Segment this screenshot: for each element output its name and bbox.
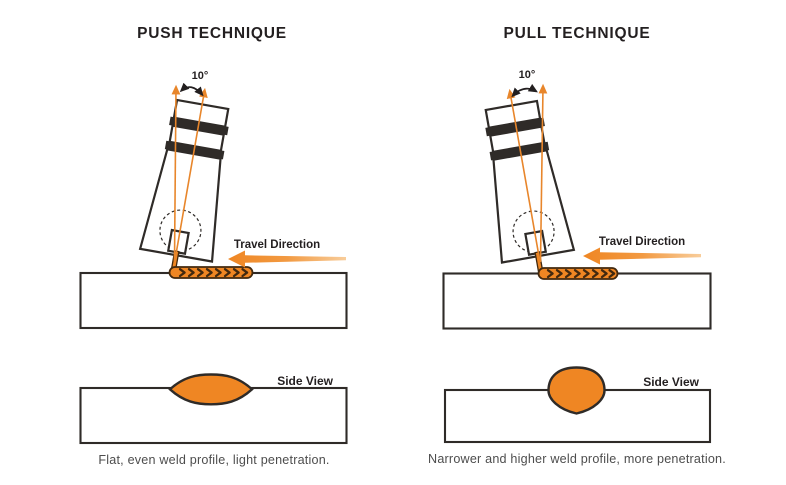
workpiece-plate xyxy=(79,271,348,330)
torch-axis-line xyxy=(174,87,208,262)
weld-bead-ripples xyxy=(546,269,616,279)
pull-column: PULL TECHNIQUE 10° Travel Direction Side xyxy=(428,25,726,466)
pull-title: PULL TECHNIQUE xyxy=(504,25,651,42)
side-view-label: Side View xyxy=(643,375,699,389)
push-title: PUSH TECHNIQUE xyxy=(137,25,287,42)
travel-direction-label: Travel Direction xyxy=(599,236,685,248)
pull-caption: Narrower and higher weld profile, more p… xyxy=(428,452,726,466)
vertical-reference-line xyxy=(538,83,548,263)
travel-direction-arrow xyxy=(228,250,346,268)
torch-band xyxy=(485,117,545,137)
angle-arc xyxy=(511,83,538,98)
side-view-label: Side View xyxy=(277,374,333,388)
travel-direction-label: Travel Direction xyxy=(234,239,320,251)
angle-label: 10° xyxy=(519,69,536,81)
torch-band xyxy=(489,141,550,161)
weld-bead-ripples xyxy=(178,268,249,278)
angle-label: 10° xyxy=(192,70,209,82)
welding-torch xyxy=(484,99,576,272)
push-column: PUSH TECHNIQUE 10° Travel Direction Side xyxy=(79,25,348,467)
workpiece-plate xyxy=(442,272,712,330)
push-caption: Flat, even weld profile, light penetrati… xyxy=(98,453,329,467)
weld-profile-narrow xyxy=(547,366,606,415)
travel-direction-arrow xyxy=(583,247,701,265)
torch-axis-line xyxy=(506,88,541,263)
weld-profile-flat xyxy=(168,373,254,406)
angle-arc xyxy=(179,82,204,97)
vertical-reference-line xyxy=(171,84,181,262)
